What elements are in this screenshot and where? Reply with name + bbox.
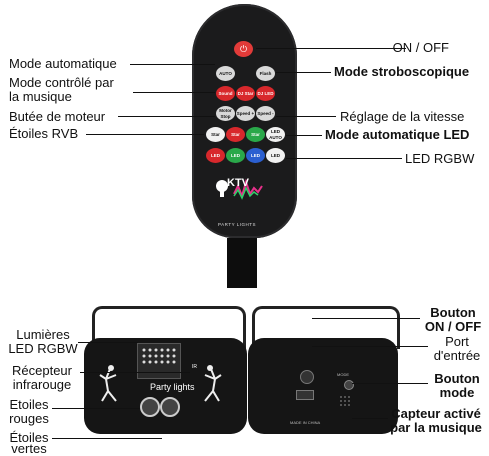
label-led-rgbw: LED RGBW: [405, 151, 475, 166]
line-ir: [80, 372, 190, 373]
line-btn-onoff: [312, 318, 420, 319]
ktv-logo: [208, 176, 278, 200]
led-white-button[interactable]: LED: [266, 148, 285, 163]
line-sensor: [352, 418, 388, 419]
red-star-lens: [140, 397, 160, 417]
label-btn-onoff-2: ON / OFF: [424, 319, 482, 334]
star-white-button[interactable]: Star: [206, 127, 225, 142]
mode-button[interactable]: [344, 380, 354, 390]
label-music-mode-1: Mode contrôlé par: [9, 75, 114, 90]
label-speed: Réglage de la vitesse: [340, 109, 465, 124]
remote-cable: [227, 238, 257, 288]
mic-grill: [338, 394, 352, 408]
ktv-logo-graphic: [216, 178, 263, 200]
line-speed: [276, 116, 336, 117]
front-light-brand: Party lights: [150, 382, 195, 392]
dancer-right-icon: [198, 365, 224, 405]
speed-minus-button[interactable]: Speed -: [256, 106, 275, 121]
front-light-handle: [92, 306, 246, 349]
led-green-button[interactable]: LED: [226, 148, 245, 163]
label-btn-mode-1: Bouton: [434, 371, 480, 386]
back-light-handle: [252, 306, 400, 349]
label-lum-led-2: LED RGBW: [8, 341, 78, 356]
label-btn-mode-2: mode: [439, 385, 475, 400]
line-strobe: [276, 72, 331, 73]
line-btn-mode: [352, 383, 428, 384]
label-rgb-stars: Étoiles RVB: [9, 126, 79, 141]
label-sensor-2: par la musique: [390, 420, 482, 435]
dj-star-button[interactable]: DJ Star: [236, 86, 255, 101]
remote-control: [192, 4, 297, 238]
label-port-2: d'entrée: [433, 348, 481, 363]
back-light-body: [248, 338, 398, 434]
motor-stop-button[interactable]: Motor Stop: [216, 106, 235, 121]
star-green-button[interactable]: Star: [246, 127, 265, 142]
line-lum-led: [78, 342, 138, 343]
led-panel: [137, 343, 181, 379]
sound-button[interactable]: Sound: [216, 86, 235, 101]
line-auto-led: [286, 135, 322, 136]
label-port-1: Port: [445, 334, 469, 349]
onoff-switch[interactable]: [296, 390, 314, 400]
label-auto-led: Mode automatique LED: [325, 127, 470, 142]
line-auto-mode: [130, 64, 215, 65]
line-red-stars: [52, 408, 140, 409]
mode-text: MODE: [337, 372, 349, 377]
ir-text: IR: [192, 364, 197, 370]
label-strobe: Mode stroboscopique: [334, 64, 470, 79]
label-red-stars-2: rouges: [9, 411, 49, 426]
label-ir-1: Récepteur: [12, 363, 72, 378]
led-auto-button[interactable]: LED AUTO: [266, 127, 285, 142]
label-auto-mode: Mode automatique: [9, 56, 117, 71]
green-star-lens: [160, 397, 180, 417]
remote-brand: KTV: [227, 177, 249, 189]
label-btn-onoff-1: Bouton: [430, 305, 476, 320]
label-on-off: ON / OFF: [392, 40, 449, 55]
port-socket: [300, 370, 314, 384]
label-music-mode-2: la musique: [9, 89, 72, 104]
power-button[interactable]: ⏻: [234, 41, 253, 57]
line-rgb-stars: [86, 134, 204, 135]
label-ir-2: infrarouge: [12, 377, 72, 392]
label-lum-led-1: Lumières: [16, 327, 70, 342]
line-led-rgbw: [286, 158, 402, 159]
dancer-left-icon: [97, 365, 123, 405]
label-motor-stop: Butée de moteur: [9, 109, 106, 124]
label-sensor-1: Capteur activé: [391, 406, 481, 421]
line-green-stars: [52, 438, 162, 439]
led-red-button[interactable]: LED: [206, 148, 225, 163]
flash-button[interactable]: Flash: [256, 66, 275, 81]
speed-plus-button[interactable]: Speed +: [236, 106, 255, 121]
line-on-off: [256, 48, 406, 49]
label-green-stars-1: Étoiles: [9, 430, 49, 445]
led-grid-graphic: [142, 348, 176, 364]
line-port: [312, 346, 428, 347]
label-green-stars-2: vertes: [11, 441, 47, 456]
label-red-stars-1: Etoiles: [9, 397, 49, 412]
led-blue-button[interactable]: LED: [246, 148, 265, 163]
line-motor-stop: [118, 116, 215, 117]
auto-button[interactable]: AUTO: [216, 66, 235, 81]
remote-party-text: PARTY LIGHTS: [218, 222, 257, 227]
line-music-mode: [133, 92, 215, 93]
made-in-text: MADE IN CHINA: [290, 420, 321, 425]
star-red-button[interactable]: Star: [226, 127, 245, 142]
dj-led-button[interactable]: DJ LED: [256, 86, 275, 101]
